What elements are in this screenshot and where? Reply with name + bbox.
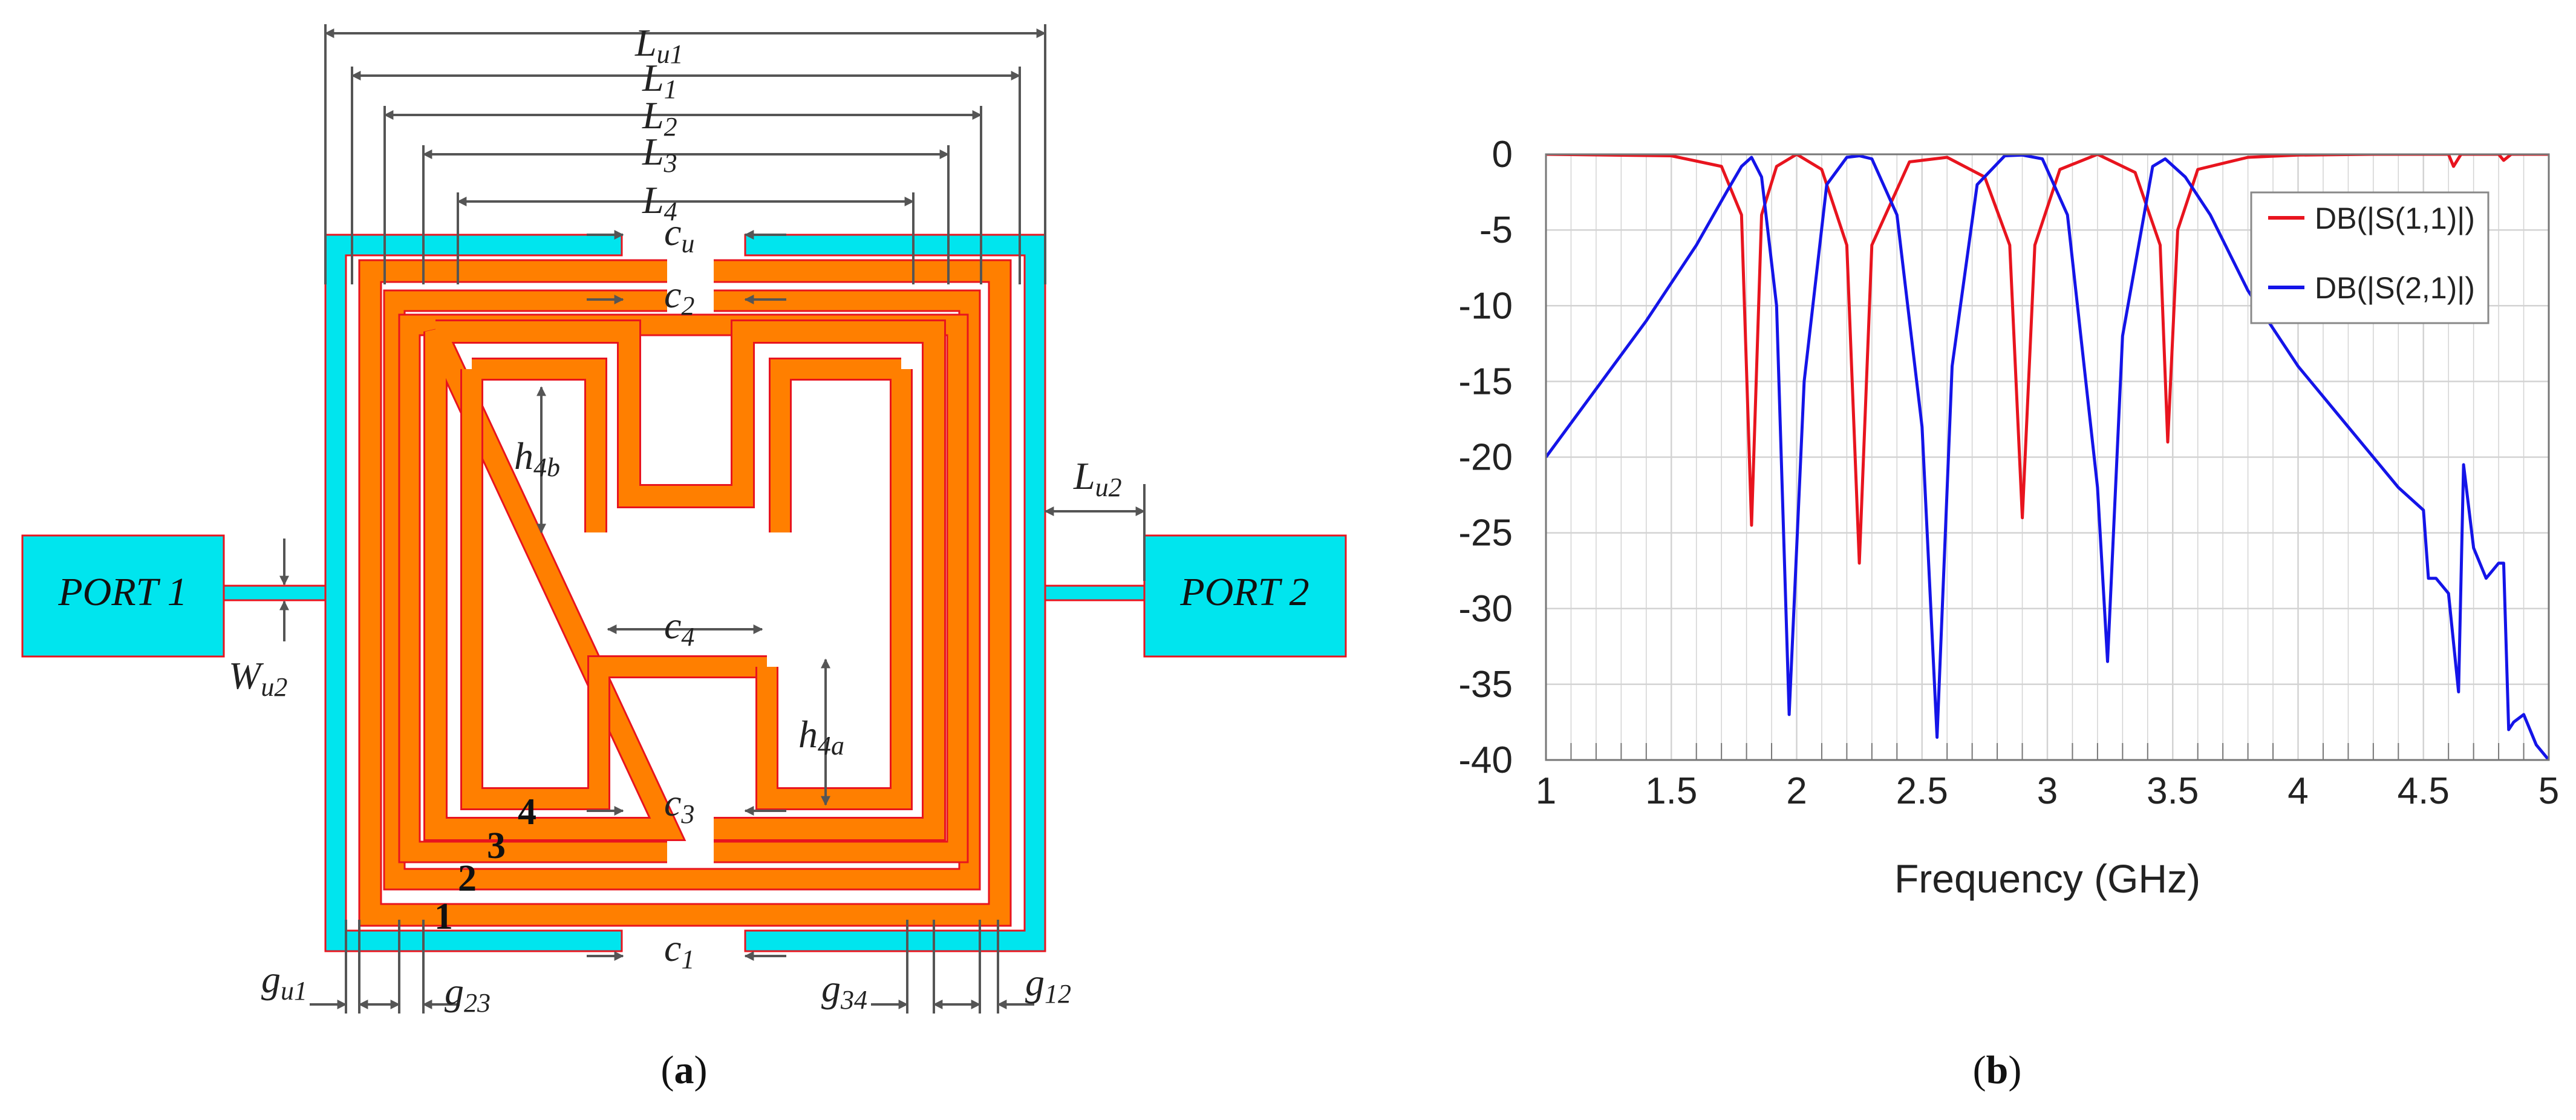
orange-ring-3 [398, 313, 969, 863]
y-tick-label: -15 [1458, 361, 1513, 402]
resonator-numbers: 1 2 3 4 [434, 791, 536, 937]
port-1-label: PORT 1 [57, 570, 187, 614]
inner-fold-2 [757, 359, 911, 808]
chart-grid [1545, 153, 2550, 761]
dim-label-c1: c1 [664, 926, 694, 974]
orange-ring-1 [358, 259, 1012, 927]
caption-b: (b) [1973, 1048, 2022, 1092]
y-tick-label: 0 [1492, 134, 1513, 175]
dim-label-gu1: gu1 [261, 958, 307, 1006]
port-1-feedline [223, 585, 327, 601]
x-tick-label: 1.5 [1645, 770, 1697, 812]
legend-label-s21: DB(|S(2,1)|) [2315, 271, 2475, 305]
dim-label-lu1: Lu1 [634, 21, 683, 69]
y-tick-label: -30 [1458, 588, 1513, 630]
legend-label-s11: DB(|S(1,1)|) [2315, 201, 2475, 235]
dim-label-c2: c2 [664, 273, 694, 321]
dim-label-h4a: h4a [798, 713, 844, 761]
resonator-number-2: 2 [458, 858, 477, 899]
ring-gap-1 [667, 259, 714, 283]
caption-a: (a) [661, 1048, 708, 1092]
dim-label-l3: L3 [642, 130, 677, 178]
plot-frame [1545, 153, 2550, 761]
orange-resonators [358, 259, 1012, 927]
ring-gap-2 [667, 289, 714, 312]
filter-layout-diagram: PORT 1 PORT 2 Lu1 L1 L2 L3 L4 cu c2 h4b … [21, 21, 1347, 1092]
dim-label-l1: L1 [642, 56, 677, 104]
dim-label-l2: L2 [642, 94, 677, 142]
port-1-pad [21, 534, 225, 658]
y-tick-label: -5 [1479, 209, 1513, 251]
ring-gap-3 [667, 840, 714, 863]
x-tick-label: 3 [2037, 770, 2058, 812]
dimension-lines [279, 24, 1146, 1014]
resonator-number-3: 3 [487, 825, 506, 866]
dim-label-lu2: Lu2 [1073, 454, 1122, 502]
x-tick-label: 3.5 [2147, 770, 2199, 812]
resonator-number-4: 4 [518, 791, 536, 833]
y-tick-label: -40 [1458, 739, 1513, 781]
dim-label-l4: L4 [642, 178, 677, 226]
x-tick-label: 2.5 [1896, 770, 1948, 812]
dimension-labels: Lu1 L1 L2 L3 L4 cu c2 h4b Lu2 Wu2 c4 h4a… [229, 21, 1122, 1018]
x-axis-label: Frequency (GHz) [1894, 856, 2200, 901]
dim-label-c3: c3 [664, 781, 694, 829]
y-tick-label: -35 [1458, 664, 1513, 706]
x-tick-label: 4.5 [2398, 770, 2450, 812]
x-tick-label: 2 [1786, 770, 1807, 812]
inner-resonator [425, 321, 944, 839]
inner-fold-1 [462, 359, 767, 808]
inner-resonator-outline [423, 319, 946, 841]
y-tick-label: -10 [1458, 285, 1513, 327]
dim-label-c4: c4 [664, 604, 694, 652]
x-tick-label: 1 [1536, 770, 1556, 812]
dim-label-cu: cu [664, 211, 694, 258]
dim-label-h4b: h4b [514, 434, 560, 482]
y-tick-label: -25 [1458, 513, 1513, 554]
x-tick-label: 5 [2539, 770, 2559, 812]
resonator-number-1: 1 [434, 896, 453, 937]
dim-label-g34: g34 [821, 967, 867, 1015]
series-line-s11 [1546, 154, 2549, 565]
port-2-pad [1143, 534, 1347, 658]
dim-label-g12: g12 [1025, 961, 1071, 1009]
port-2-feedline [1044, 585, 1146, 601]
dim-label-g23: g23 [445, 970, 491, 1018]
series-line-s21 [1546, 154, 2549, 760]
legend-box [2250, 191, 2490, 324]
chart-legend: DB(|S(1,1)|) DB(|S(2,1)|) [2250, 191, 2490, 324]
port-2-label: PORT 2 [1179, 570, 1309, 614]
s-parameter-chart: 1 1.5 2 2.5 3 3.5 4 4.5 5 0 -5 -10 -15 -20 -25 -30 -35 -4… [1458, 134, 2559, 1092]
y-tick-label: -20 [1458, 437, 1513, 479]
dim-label-wu2: Wu2 [229, 654, 287, 702]
x-tick-label: 4 [2287, 770, 2308, 812]
chart-series [1546, 154, 2549, 760]
chart-ticks: 1 1.5 2 2.5 3 3.5 4 4.5 5 0 -5 -10 -15 -20 -25 -30 -35 -4… [1458, 134, 2559, 812]
